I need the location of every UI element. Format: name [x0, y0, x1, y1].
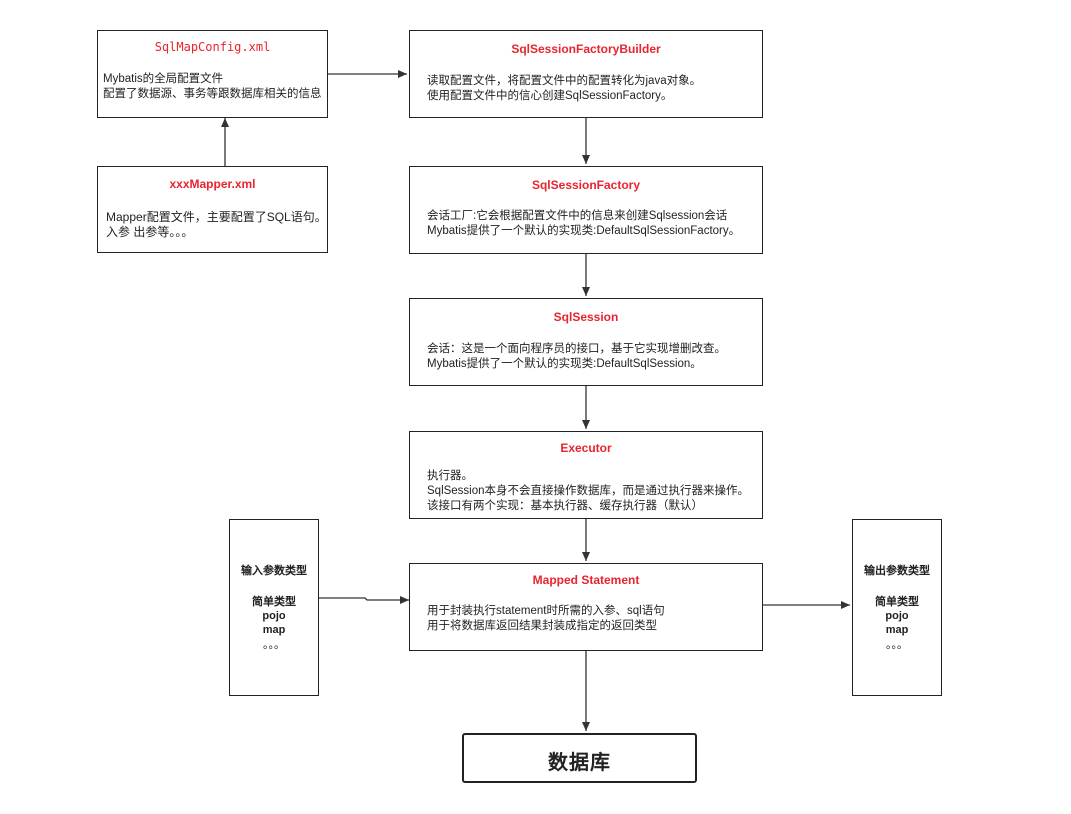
- database-box: 数据库: [462, 733, 697, 783]
- mapper-line-2: 入参 出参等。。。: [106, 225, 194, 239]
- input-type-map: map: [262, 624, 286, 636]
- input-types-box: 输入参数类型 简单类型 pojo map 。。。: [229, 519, 319, 696]
- output-type-map: map: [885, 624, 909, 636]
- sqlmapconfig-box: SqlMapConfig.xml Mybatis的全局配置文件 配置了数据源、事…: [97, 30, 328, 118]
- mapped-statement-desc: 用于封装执行statement时所需的入参、sql语句 用于将数据库返回结果封装…: [427, 604, 665, 634]
- mapper-box: xxxMapper.xml Mapper配置文件，主要配置了SQL语句。 入参 …: [97, 166, 328, 253]
- factory-line-1: 会话工厂:它会根据配置文件中的信息来创建Sqlsession会话: [427, 210, 728, 222]
- output-types-box: 输出参数类型 简单类型 pojo map 。。。: [852, 519, 942, 696]
- database-label: 数据库: [548, 752, 611, 774]
- session-title: SqlSession: [553, 310, 619, 324]
- executor-title: Executor: [560, 441, 612, 455]
- output-types-title: 输出参数类型: [864, 565, 930, 577]
- sqlmapconfig-title: SqlMapConfig.xml: [154, 40, 271, 54]
- session-line-1: 会话：这是一个面向程序员的接口，基于它实现增删改查。: [427, 343, 726, 355]
- mapper-desc: Mapper配置文件，主要配置了SQL语句。 入参 出参等。。。: [106, 210, 327, 240]
- output-type-pojo: pojo: [885, 610, 909, 622]
- factory-desc: 会话工厂:它会根据配置文件中的信息来创建Sqlsession会话 Mybatis…: [427, 209, 740, 239]
- output-type-simple: 简单类型: [875, 596, 919, 608]
- executor-desc: 执行器。 SqlSession本身不会直接操作数据库，而是通过执行器来操作。 该…: [427, 469, 749, 514]
- input-type-more: 。。。: [263, 639, 285, 651]
- mapped-statement-line-2: 用于将数据库返回结果封装成指定的返回类型: [427, 620, 657, 632]
- executor-box: Executor 执行器。 SqlSession本身不会直接操作数据库，而是通过…: [409, 431, 763, 519]
- session-box: SqlSession 会话：这是一个面向程序员的接口，基于它实现增删改查。 My…: [409, 298, 763, 386]
- factory-line-2: Mybatis提供了一个默认的实现类:DefaultSqlSessionFact…: [427, 225, 741, 237]
- input-type-pojo: pojo: [262, 610, 286, 622]
- session-line-2: Mybatis提供了一个默认的实现类:DefaultSqlSession。: [427, 358, 702, 370]
- factory-box: SqlSessionFactory 会话工厂:它会根据配置文件中的信息来创建Sq…: [409, 166, 763, 254]
- input-type-simple: 简单类型: [252, 596, 296, 608]
- output-type-more: 。。。: [886, 639, 908, 651]
- mapped-statement-box: Mapped Statement 用于封装执行statement时所需的入参、s…: [409, 563, 763, 651]
- executor-line-3: 该接口有两个实现：基本执行器、缓存执行器（默认）: [427, 500, 703, 512]
- executor-line-2: SqlSession本身不会直接操作数据库，而是通过执行器来操作。: [427, 485, 750, 497]
- executor-line-1: 执行器。: [427, 470, 473, 482]
- mapper-line-1: Mapper配置文件，主要配置了SQL语句。: [106, 210, 327, 224]
- builder-box: SqlSessionFactoryBuilder 读取配置文件，将配置文件中的配…: [409, 30, 763, 118]
- sqlmapconfig-line-2: 配置了数据源、事务等跟数据库相关的信息: [103, 88, 322, 100]
- input-types-title: 输入参数类型: [241, 565, 307, 577]
- mapper-title: xxxMapper.xml: [169, 177, 256, 191]
- builder-title: SqlSessionFactoryBuilder: [511, 42, 661, 56]
- builder-desc: 读取配置文件，将配置文件中的配置转化为java对象。 使用配置文件中的信心创建S…: [427, 74, 701, 104]
- factory-title: SqlSessionFactory: [531, 178, 641, 192]
- builder-line-1: 读取配置文件，将配置文件中的配置转化为java对象。: [427, 75, 702, 87]
- sqlmapconfig-line-1: Mybatis的全局配置文件: [103, 73, 224, 85]
- session-desc: 会话：这是一个面向程序员的接口，基于它实现增删改查。 Mybatis提供了一个默…: [427, 342, 726, 372]
- builder-line-2: 使用配置文件中的信心创建SqlSessionFactory。: [427, 90, 673, 102]
- mapped-statement-title: Mapped Statement: [532, 573, 640, 587]
- sqlmapconfig-desc: Mybatis的全局配置文件 配置了数据源、事务等跟数据库相关的信息: [103, 72, 322, 102]
- arrow-input-to-mapped: [319, 596, 409, 604]
- mapped-statement-line-1: 用于封装执行statement时所需的入参、sql语句: [427, 605, 665, 617]
